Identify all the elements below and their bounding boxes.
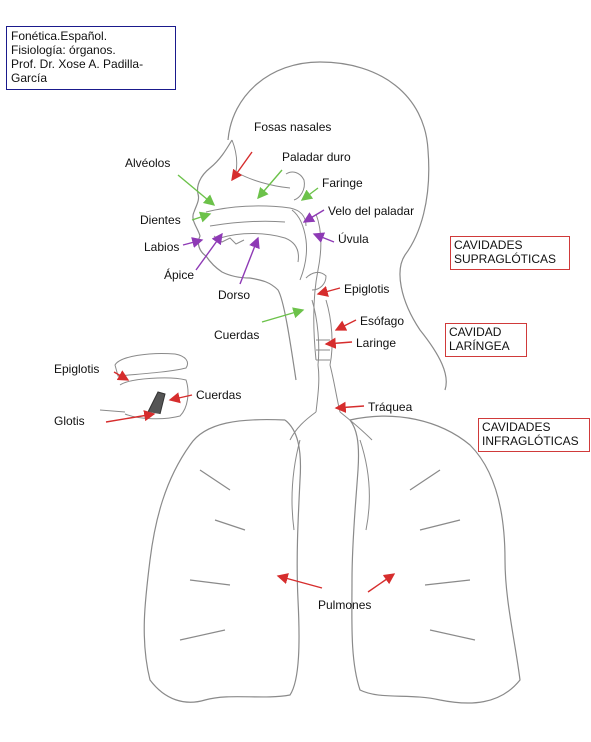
label-pulmones: Pulmones: [318, 598, 371, 612]
label-inset-cuerdas: Cuerdas: [196, 388, 241, 402]
region-supraglotica-line2: SUPRAGLÓTICAS: [454, 252, 566, 266]
label-dorso: Dorso: [218, 288, 250, 302]
credit-line-3: Prof. Dr. Xose A. Padilla-: [11, 57, 171, 71]
arrow-inset-cuerdas: [170, 395, 192, 400]
arrow-uvula: [314, 234, 334, 242]
glottis-inset: [100, 353, 188, 418]
arrow-apice: [196, 234, 222, 270]
region-supraglotica: CAVIDADES SUPRAGLÓTICAS: [450, 236, 570, 270]
arrow-dientes: [192, 214, 210, 220]
credit-line-4: García: [11, 71, 171, 85]
arrow-pulmones-right: [368, 574, 394, 592]
region-infraglotica: CAVIDADES INFRAGLÓTICAS: [478, 418, 590, 452]
arrow-inset-epiglotis: [114, 372, 128, 380]
credit-box: Fonética.Español. Fisiología: órganos. P…: [6, 26, 176, 90]
arrow-cuerdas: [262, 310, 303, 322]
credit-line-1: Fonética.Español.: [11, 29, 171, 43]
arrow-fosas-nasales: [232, 152, 252, 180]
region-infraglotica-line2: INFRAGLÓTICAS: [482, 434, 586, 448]
label-dientes: Dientes: [140, 213, 181, 227]
label-apice: Ápice: [164, 268, 194, 282]
arrow-laringe: [326, 342, 352, 344]
larynx-trachea: [290, 272, 372, 530]
label-velo-del-paladar: Velo del paladar: [328, 204, 414, 218]
region-laringea-line1: CAVIDAD: [449, 325, 523, 339]
label-traquea: Tráquea: [368, 400, 412, 414]
label-inset-epiglotis: Epiglotis: [54, 362, 99, 376]
label-paladar-duro: Paladar duro: [282, 150, 351, 164]
arrow-paladar-duro: [258, 170, 282, 198]
arrow-pulmones-left: [278, 576, 322, 588]
label-faringe: Faringe: [322, 176, 363, 190]
arrow-velo: [304, 210, 324, 222]
label-alveolos: Alvéolos: [125, 156, 170, 170]
arrow-traquea: [336, 406, 364, 408]
label-inset-glotis: Glotis: [54, 414, 85, 428]
label-cuerdas: Cuerdas: [214, 328, 259, 342]
label-uvula: Úvula: [338, 232, 369, 246]
label-labios: Labios: [144, 240, 179, 254]
arrow-faringe: [302, 188, 318, 200]
oral-nasal-cavity: [206, 140, 321, 360]
lungs-outline: [144, 416, 520, 703]
arrow-epiglotis: [318, 288, 340, 294]
label-epiglotis: Epiglotis: [344, 282, 389, 296]
arrow-esofago: [336, 320, 356, 330]
region-infraglotica-line1: CAVIDADES: [482, 420, 586, 434]
region-laringea: CAVIDAD LARÍNGEA: [445, 323, 527, 357]
arrow-alveolos: [178, 175, 214, 205]
region-supraglotica-line1: CAVIDADES: [454, 238, 566, 252]
credit-line-2: Fisiología: órganos.: [11, 43, 171, 57]
arrow-labios: [183, 240, 202, 245]
label-esofago: Esófago: [360, 314, 404, 328]
arrow-dorso: [240, 238, 258, 284]
region-laringea-line2: LARÍNGEA: [449, 339, 523, 353]
label-laringe: Laringe: [356, 336, 396, 350]
label-fosas-nasales: Fosas nasales: [254, 120, 331, 134]
